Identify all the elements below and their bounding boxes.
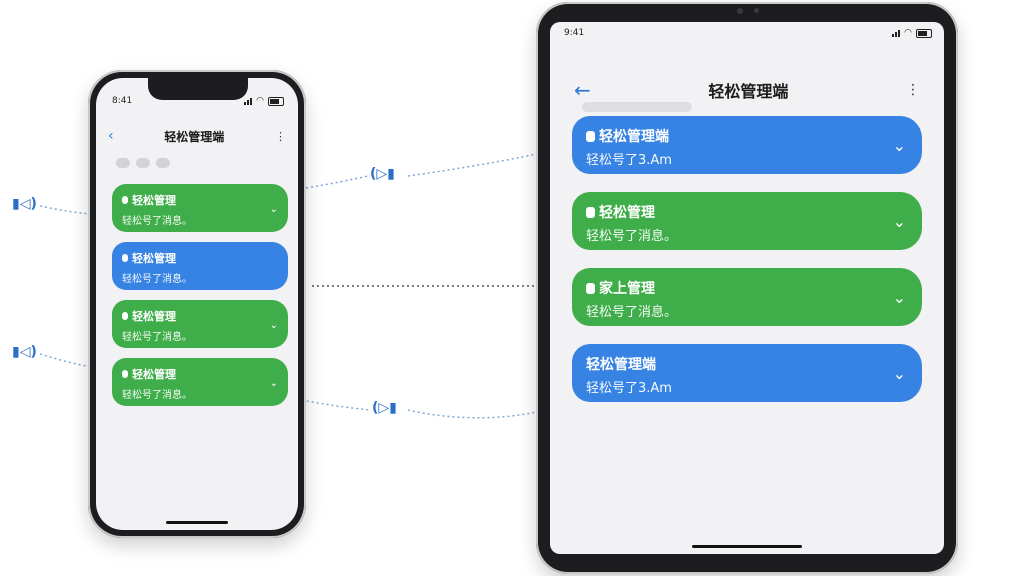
tablet-nav-bar: ← 轻松管理端 ⋮ bbox=[574, 74, 920, 106]
status-time: 9:41 bbox=[564, 28, 585, 38]
wifi-icon: ◠ bbox=[904, 27, 912, 38]
phone-message-list: 轻松管理 轻松号了消息。 ⌄ 轻松管理 轻松号了消息。 轻松管理 轻松号了消息。… bbox=[112, 184, 288, 406]
message-card[interactable]: 轻松管理 轻松号了消息。 bbox=[112, 242, 288, 290]
message-subtitle: 轻松号了消息。 bbox=[586, 229, 678, 244]
filter-chip[interactable] bbox=[116, 158, 130, 168]
message-card[interactable]: 家上管理 轻松号了消息。 ⌄ bbox=[572, 268, 922, 326]
message-icon bbox=[122, 370, 128, 378]
message-card[interactable]: 轻松管理端 轻松号了3.Am ⌄ bbox=[572, 116, 922, 174]
status-time: 8:41 bbox=[112, 96, 133, 106]
more-vertical-icon[interactable]: ⋮ bbox=[906, 82, 920, 98]
phone-nav-bar: ‹ 轻松管理端 ⋮ bbox=[108, 124, 286, 148]
message-icon bbox=[122, 254, 128, 262]
front-sensor bbox=[754, 8, 759, 13]
filter-chip[interactable] bbox=[136, 158, 150, 168]
chevron-down-icon[interactable]: ⌄ bbox=[269, 378, 278, 389]
tablet-screen: 9:41 ◠ ← 轻松管理端 ⋮ 轻松管理端 轻松号了3.Am ⌄ 轻松管理 轻… bbox=[550, 22, 944, 554]
message-subtitle: 轻松号了消息。 bbox=[122, 332, 192, 343]
message-subtitle: 轻松号了消息。 bbox=[586, 305, 678, 320]
message-card[interactable]: 轻松管理 轻松号了消息。 ⌄ bbox=[112, 358, 288, 406]
message-title: 家上管理 bbox=[599, 281, 655, 297]
message-subtitle: 轻松号了消息。 bbox=[122, 390, 192, 401]
message-card[interactable]: 轻松管理 轻松号了消息。 ⌄ bbox=[112, 184, 288, 232]
chevron-down-icon[interactable]: ⌄ bbox=[892, 212, 906, 231]
message-title: 轻松管理端 bbox=[599, 129, 669, 145]
chevron-down-icon[interactable]: ⌄ bbox=[892, 364, 906, 383]
home-indicator[interactable] bbox=[166, 521, 228, 524]
signal-broadcast-icon: (▷▮ bbox=[370, 166, 395, 182]
more-vertical-icon[interactable]: ⋮ bbox=[275, 129, 286, 143]
sync-line-top bbox=[305, 153, 537, 189]
message-title: 轻松管理 bbox=[132, 368, 176, 381]
chevron-down-icon[interactable]: ⌄ bbox=[269, 204, 278, 215]
phone-status-bar: 8:41 ◠ bbox=[112, 96, 284, 106]
front-camera bbox=[737, 8, 743, 14]
filter-chips bbox=[116, 158, 170, 168]
message-icon bbox=[122, 196, 128, 204]
tablet-message-list: 轻松管理端 轻松号了3.Am ⌄ 轻松管理 轻松号了消息。 ⌄ 家上管理 轻松号… bbox=[572, 102, 922, 402]
message-card[interactable]: 轻松管理端 轻松号了3.Am ⌄ bbox=[572, 344, 922, 402]
phone-device: 8:41 ◠ ‹ 轻松管理端 ⋮ 轻松管理 轻松号了消息。 ⌄ 轻松管理 bbox=[88, 70, 306, 538]
message-title: 轻松管理 bbox=[132, 252, 176, 265]
arrow-left-icon[interactable]: ‹ bbox=[108, 128, 114, 144]
message-card[interactable]: 轻松管理 轻松号了消息。 ⌄ bbox=[112, 300, 288, 348]
message-title: 轻松管理 bbox=[132, 310, 176, 323]
message-title: 轻松管理 bbox=[599, 205, 655, 221]
filter-chip[interactable] bbox=[156, 158, 170, 168]
message-icon bbox=[586, 206, 595, 218]
tablet-device: 9:41 ◠ ← 轻松管理端 ⋮ 轻松管理端 轻松号了3.Am ⌄ 轻松管理 轻… bbox=[536, 2, 958, 574]
message-title: 轻松管理 bbox=[132, 194, 176, 207]
wifi-icon: ◠ bbox=[256, 95, 264, 106]
phone-notch bbox=[148, 78, 248, 100]
signal-broadcast-icon: ▮◁) bbox=[12, 196, 37, 212]
arrow-left-icon[interactable]: ← bbox=[574, 78, 591, 102]
tablet-status-bar: 9:41 ◠ bbox=[564, 28, 932, 38]
chevron-down-icon[interactable]: ⌄ bbox=[892, 288, 906, 307]
phone-screen: 8:41 ◠ ‹ 轻松管理端 ⋮ 轻松管理 轻松号了消息。 ⌄ 轻松管理 bbox=[96, 78, 298, 530]
page-title: 轻松管理端 bbox=[708, 82, 789, 101]
home-indicator[interactable] bbox=[692, 545, 802, 548]
message-card[interactable]: 轻松管理 轻松号了消息。 ⌄ bbox=[572, 192, 922, 250]
cellular-signal-icon bbox=[244, 97, 253, 105]
message-subtitle: 轻松号了3.Am bbox=[586, 153, 672, 168]
signal-broadcast-icon: ▮◁) bbox=[12, 344, 37, 360]
message-icon bbox=[586, 130, 595, 142]
message-title: 轻松管理端 bbox=[586, 357, 656, 373]
message-icon bbox=[122, 312, 128, 320]
message-icon bbox=[586, 282, 595, 294]
cellular-signal-icon bbox=[892, 29, 901, 37]
battery-icon bbox=[916, 28, 932, 38]
message-subtitle: 轻松号了消息。 bbox=[122, 274, 192, 285]
chevron-down-icon[interactable]: ⌄ bbox=[892, 136, 906, 155]
sync-line-bottom bbox=[291, 397, 537, 419]
message-subtitle: 轻松号了3.Am bbox=[586, 381, 672, 396]
page-title: 轻松管理端 bbox=[164, 129, 225, 144]
message-subtitle: 轻松号了消息。 bbox=[122, 216, 192, 227]
sync-line-left-top bbox=[39, 205, 97, 215]
battery-icon bbox=[268, 96, 284, 106]
signal-broadcast-icon: (▷▮ bbox=[372, 400, 397, 416]
chevron-down-icon[interactable]: ⌄ bbox=[269, 320, 278, 331]
